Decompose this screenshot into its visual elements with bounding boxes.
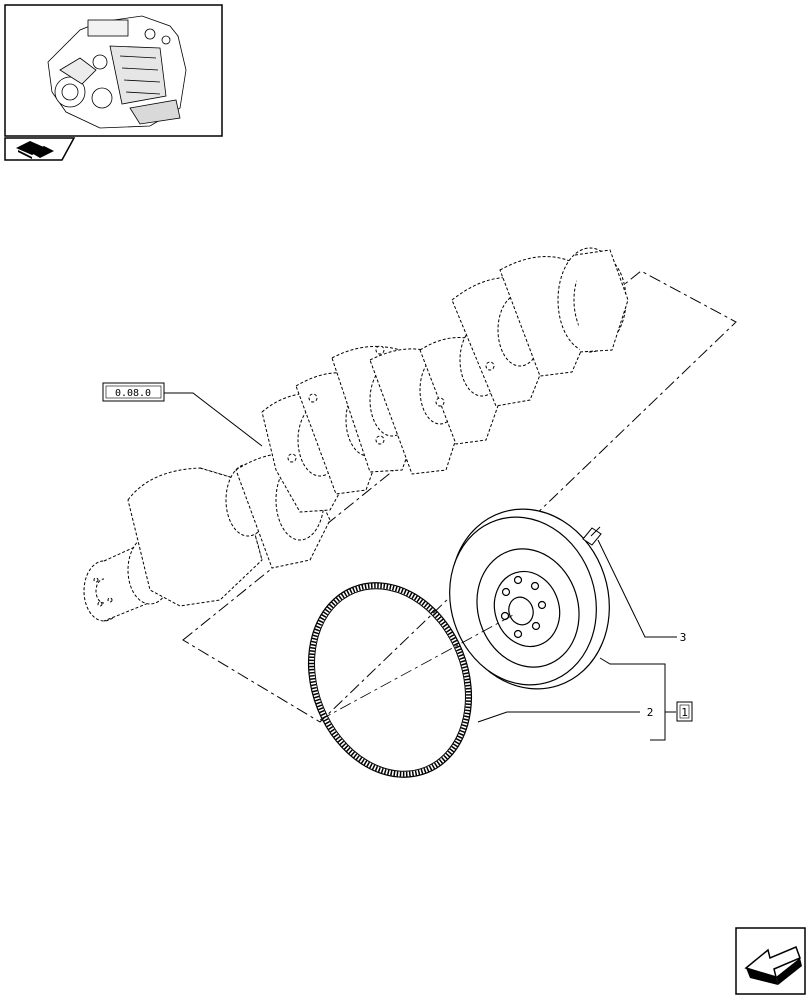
flywheel-screw [582,526,602,546]
parts-book-icon [16,141,54,159]
callout-2[interactable]: 2 [477,706,654,723]
crankshaft [83,247,629,622]
reference-label: 0.08.0 [115,388,151,399]
callout-3[interactable]: 3 [597,539,687,644]
assembly-box-label: 1 [681,706,688,719]
reference-leader-line [164,392,263,447]
ring-gear [307,582,473,778]
assembly-bracket-line [599,657,676,741]
callout-3-number: 3 [680,631,687,644]
callout-2-leader [477,711,640,723]
section-tab[interactable] [4,137,76,161]
callout-2-number: 2 [647,706,654,719]
return-arrow-button[interactable] [735,927,806,995]
assembly-axis-line [319,613,516,721]
reference-callout[interactable]: 0.08.0 [102,382,263,447]
engine-thumbnail-icon [47,15,187,129]
engine-thumbnail[interactable] [4,4,223,137]
return-arrow-icon [744,946,802,985]
assembly-bracket[interactable]: 1 [599,657,693,741]
callout-3-leader [597,539,677,638]
flywheel [449,508,610,690]
